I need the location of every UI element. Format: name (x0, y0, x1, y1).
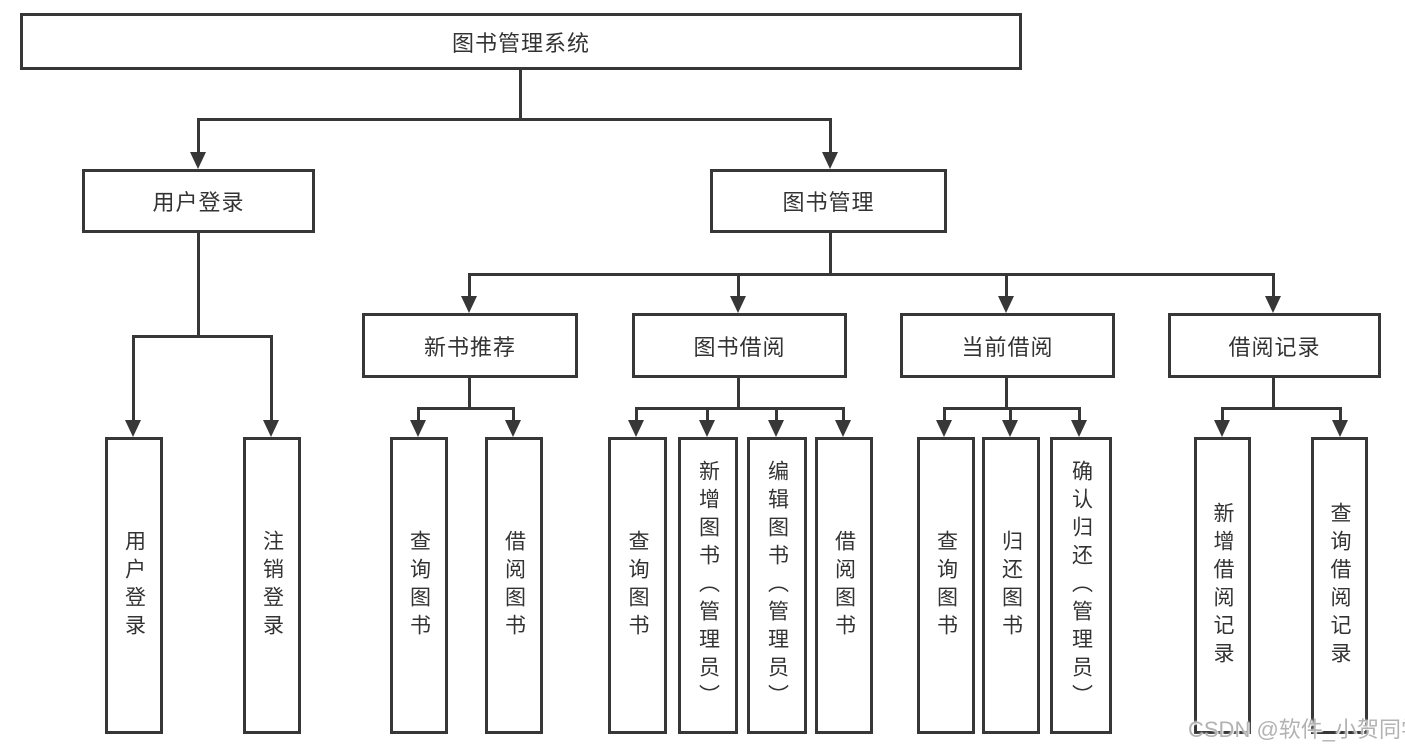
arrow-down-icon (730, 296, 746, 313)
connector-line (133, 335, 273, 338)
connector-line (636, 407, 843, 410)
connector-line (1339, 407, 1342, 422)
arrow-down-icon (835, 420, 851, 437)
node-current-borrowing: 当前借阅 (900, 313, 1115, 378)
node-label: 编辑图书（管理员） (765, 459, 789, 712)
node-label: 注销登录 (260, 529, 284, 642)
connector-line (468, 273, 471, 298)
arrow-down-icon (461, 296, 477, 313)
arrow-down-icon (699, 420, 715, 437)
connector-line (519, 70, 522, 120)
connector-line (737, 378, 740, 409)
connector-line (775, 407, 778, 422)
arrow-down-icon (1265, 296, 1281, 313)
connector-line (842, 407, 845, 422)
connector-line (1272, 378, 1275, 409)
arrow-down-icon (263, 420, 279, 437)
leaf-node-query-borrow-record: 查询借阅记录 (1311, 437, 1368, 734)
arrow-down-icon (936, 420, 952, 437)
leaf-node-add-books-admin: 新增图书（管理员） (678, 437, 738, 734)
leaf-node-query-books: 查询图书 (917, 437, 975, 734)
arrow-down-icon (768, 420, 784, 437)
node-label: 查询图书 (934, 529, 958, 642)
leaf-node-borrow-books: 借阅图书 (815, 437, 873, 734)
node-label: 新增借阅记录 (1211, 501, 1235, 670)
arrow-down-icon (822, 152, 838, 169)
node-label: 确认归还（管理员） (1069, 459, 1093, 712)
arrow-down-icon (505, 420, 521, 437)
arrow-down-icon (998, 296, 1014, 313)
connector-line (829, 233, 832, 275)
node-label: 新增图书（管理员） (696, 459, 720, 712)
leaf-node-confirm-return-admin: 确认归还（管理员） (1050, 437, 1112, 734)
node-book-management: 图书管理 (710, 169, 947, 233)
node-user-login: 用户登录 (82, 169, 315, 233)
node-label: 新书推荐 (423, 334, 516, 360)
connector-line (418, 407, 515, 410)
node-label: 当前借阅 (961, 334, 1054, 360)
connector-line (512, 407, 515, 422)
connector-line (417, 407, 420, 422)
connector-line (469, 273, 1275, 276)
connector-line (1221, 407, 1224, 422)
connector-line (468, 378, 471, 409)
connector-line (706, 407, 709, 422)
connector-line (737, 273, 740, 298)
node-label: 归还图书 (999, 529, 1023, 642)
arrow-down-icon (125, 420, 141, 437)
leaf-node-add-borrow-record: 新增借阅记录 (1194, 437, 1251, 734)
node-borrowing-records: 借阅记录 (1168, 313, 1381, 378)
node-new-book-recommend: 新书推荐 (362, 313, 578, 378)
node-label: 查询图书 (626, 529, 650, 642)
node-label: 图书借阅 (693, 334, 786, 360)
arrow-down-icon (628, 420, 644, 437)
connector-line (270, 335, 273, 422)
node-label: 图书管理系统 (451, 30, 590, 56)
connector-line (1005, 273, 1008, 298)
leaf-node-edit-books-admin: 编辑图书（管理员） (747, 437, 807, 734)
csdn-watermark: CSDN @软件_小贺同学 (1188, 717, 1405, 742)
connector-line (1272, 273, 1275, 298)
arrow-down-icon (410, 420, 426, 437)
connector-line (132, 335, 135, 422)
connector-line (1222, 407, 1340, 410)
connector-line (829, 118, 832, 154)
node-label: 用户登录 (122, 529, 146, 642)
node-label: 查询借阅记录 (1328, 501, 1352, 670)
leaf-node-user-login: 用户登录 (105, 437, 163, 734)
node-label: 图书管理 (782, 190, 875, 215)
node-label: 查询图书 (407, 529, 431, 642)
node-library-system: 图书管理系统 (20, 13, 1022, 70)
leaf-node-borrow-books: 借阅图书 (485, 437, 543, 734)
arrow-down-icon (1214, 420, 1230, 437)
node-label: 借阅图书 (832, 529, 856, 642)
node-label: 借阅图书 (502, 529, 526, 642)
connector-line (943, 407, 946, 422)
connector-line (1078, 407, 1081, 422)
connector-line (1009, 407, 1012, 422)
connector-line (635, 407, 638, 422)
arrow-down-icon (1071, 420, 1087, 437)
node-label: 借阅记录 (1228, 334, 1321, 360)
connector-line (197, 233, 200, 337)
arrow-down-icon (1002, 420, 1018, 437)
node-label: 用户登录 (152, 190, 245, 215)
leaf-node-query-books: 查询图书 (390, 437, 448, 734)
leaf-node-return-books: 归还图书 (982, 437, 1040, 734)
connector-line (944, 407, 1080, 410)
connector-line (1005, 378, 1008, 409)
arrow-down-icon (190, 152, 206, 169)
arrow-down-icon (1332, 420, 1348, 437)
leaf-node-query-books: 查询图书 (608, 437, 667, 734)
leaf-node-logout: 注销登录 (243, 437, 301, 734)
node-book-borrowing: 图书借阅 (632, 313, 847, 378)
connector-line (197, 118, 832, 121)
connector-line (197, 118, 200, 154)
